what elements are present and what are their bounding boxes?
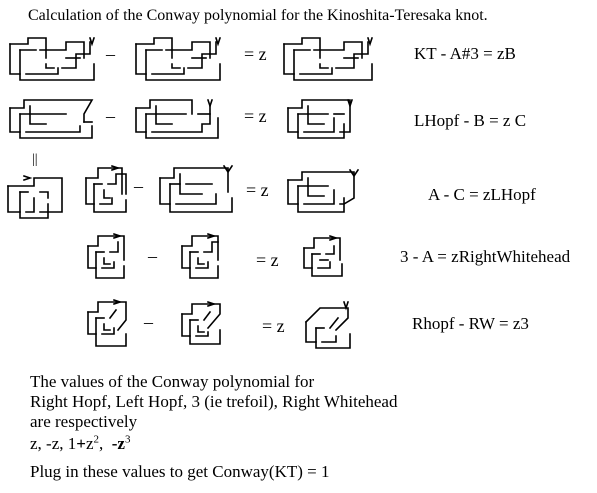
notes-line-1: The values of the Conway polynomial for [30, 372, 315, 391]
equation-3: A - C = zLHopf [428, 185, 536, 204]
equation-5: Rhopf - RW = z3 [412, 314, 529, 333]
equation-4: 3 - A = zRightWhitehead [400, 247, 571, 266]
equation-1: KT - A#3 = zB [414, 44, 516, 63]
page-title: Calculation of the Conway polynomial for… [28, 7, 488, 24]
notes-values: z, -z, 1+z2, -z3 [30, 434, 130, 454]
notes-line-3: are respectively [30, 412, 138, 431]
equals-z: = z [244, 44, 267, 64]
exponent-3: 3 [124, 433, 131, 446]
equals-z: = z [244, 106, 267, 126]
minus-z: -z [111, 434, 125, 453]
notes-line-2: Right Hopf, Left Hopf, 3 (ie trefoil), R… [30, 392, 398, 411]
equivalence-mark: || [32, 152, 38, 167]
exponent-2: 2 [93, 433, 100, 446]
knot-diagram-lhopf [9, 99, 94, 139]
minus-sign: – [106, 106, 115, 126]
minus-sign: – [134, 176, 143, 196]
knot-diagram-lhopf-2 [287, 168, 360, 213]
knot-diagram-right-whitehead [303, 234, 343, 277]
minus-sign: – [106, 44, 115, 64]
plus-sign: + [76, 434, 86, 453]
knot-diagram-c [287, 98, 354, 139]
values-prefix: z, -z, 1 [30, 434, 77, 453]
comma: , [99, 434, 104, 453]
z-symbol: z [85, 434, 94, 453]
knot-diagram-rw [181, 300, 221, 345]
knot-diagram-b-2 [135, 98, 219, 139]
knot-diagram-trefoil-2 [304, 300, 351, 349]
minus-sign: – [148, 246, 157, 266]
knot-diagram-c-2 [159, 164, 234, 213]
equation-2: LHopf - B = z C [414, 111, 527, 130]
knot-diagram-rhopf [87, 298, 127, 347]
knot-diagram-kt [9, 36, 96, 81]
minus-sign: – [144, 312, 153, 332]
equals-z: = z [256, 250, 279, 270]
knot-diagram-b [283, 36, 374, 81]
knot-diagram-a [85, 164, 127, 213]
knot-diagram-lhopf-simplified [7, 174, 63, 219]
knot-diagram-a-2 [181, 232, 219, 279]
knot-diagram-trefoil [87, 232, 125, 279]
knot-diagram-a-sum-3 [135, 36, 222, 81]
notes-line-5: Plug in these values to get Conway(KT) =… [30, 462, 330, 481]
equals-z: = z [262, 316, 285, 336]
equals-z: = z [246, 180, 269, 200]
